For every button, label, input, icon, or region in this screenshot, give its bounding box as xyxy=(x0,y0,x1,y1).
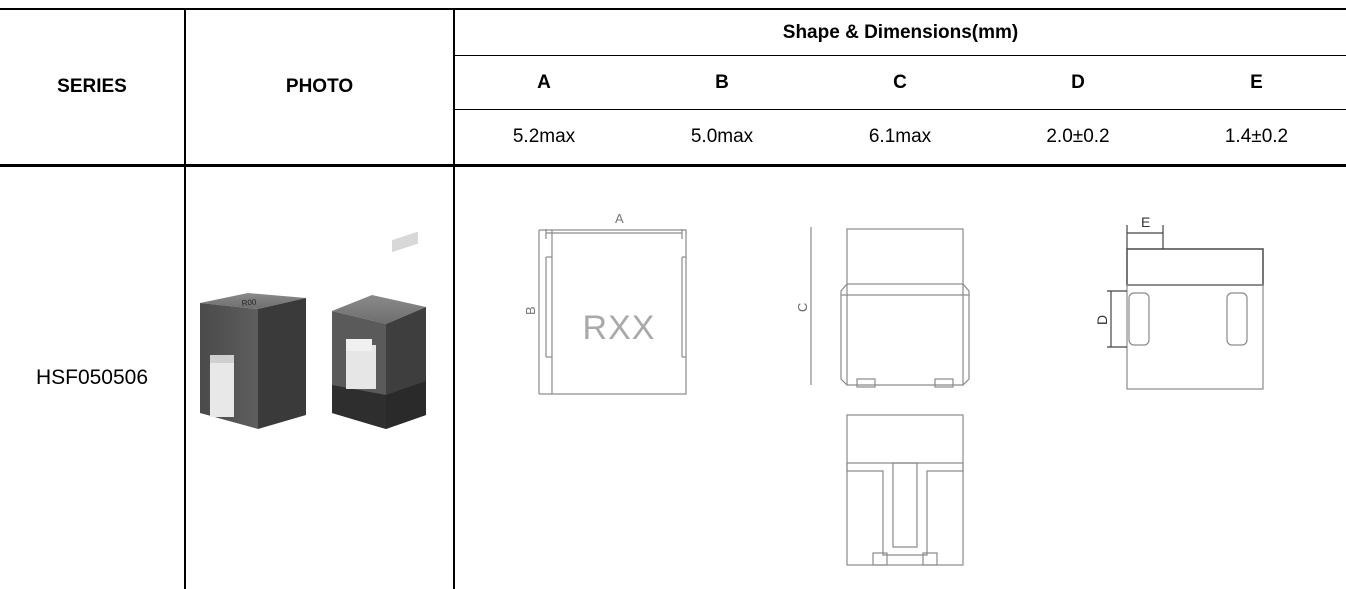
dim-label-a: A xyxy=(615,211,624,226)
photo-dimensions-divider xyxy=(453,8,455,589)
series-name: HSF050506 xyxy=(35,366,149,389)
inductor-top-view-photo: R00 xyxy=(200,293,306,429)
value-a: 5.2max xyxy=(512,126,576,147)
subheader-divider xyxy=(454,55,1346,56)
value-row-divider xyxy=(454,109,1346,110)
column-header-e: E xyxy=(1250,71,1263,93)
column-header-a: A xyxy=(537,71,551,93)
column-header-b: B xyxy=(715,71,729,93)
column-header-d: D xyxy=(1071,71,1085,93)
front-view-drawing xyxy=(810,227,970,388)
value-c: 6.1max xyxy=(868,126,932,147)
photo-marking: R00 xyxy=(241,297,257,308)
value-d: 2.0±0.2 xyxy=(1046,126,1110,147)
dim-label-b: B xyxy=(523,306,538,315)
inductor-side-view-photo xyxy=(332,231,426,429)
top-view-drawing xyxy=(538,229,687,395)
dimensions-title: Shape & Dimensions(mm) xyxy=(782,21,1019,43)
series-header: SERIES xyxy=(57,76,127,97)
dimension-drawings: A B RXX C D E xyxy=(523,211,1264,566)
top-view-marking: RXX xyxy=(583,309,656,347)
value-e: 1.4±0.2 xyxy=(1224,126,1289,147)
dim-label-e: E xyxy=(1141,214,1150,230)
header-bottom-border xyxy=(0,164,1346,167)
series-photo-divider xyxy=(184,8,186,589)
dim-label-d: D xyxy=(1094,315,1110,325)
bottom-view-drawing xyxy=(846,414,964,566)
column-header-c: C xyxy=(893,71,907,93)
table-top-border xyxy=(0,8,1346,10)
dim-label-c: C xyxy=(795,303,810,312)
photo-header: PHOTO xyxy=(285,76,354,97)
side-view-drawing xyxy=(1107,225,1264,390)
value-b: 5.0max xyxy=(690,126,754,147)
product-photo: R00 xyxy=(200,231,426,429)
